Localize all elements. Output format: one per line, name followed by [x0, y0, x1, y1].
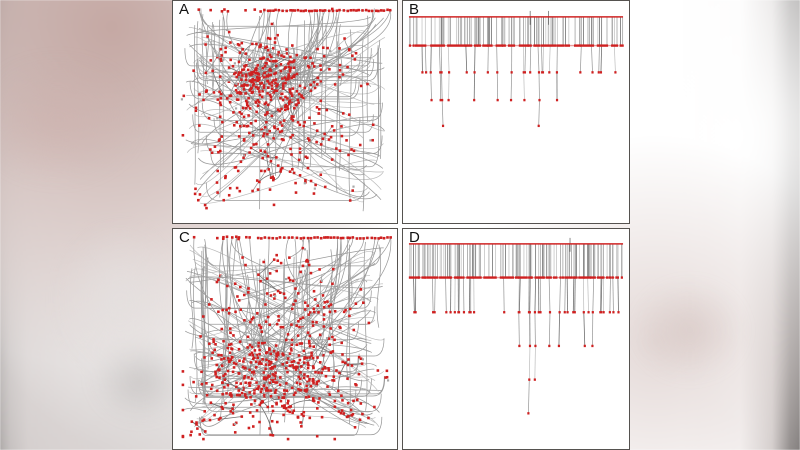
- panel-d-tree[interactable]: D: [402, 228, 630, 450]
- panel-b-tree[interactable]: B: [402, 0, 630, 224]
- figure-sheet: A B C D: [172, 0, 630, 450]
- panel-a-plot: [180, 7, 393, 212]
- panel-c-plot: [181, 235, 393, 441]
- panel-d-label: D: [409, 229, 420, 246]
- panel-c-network[interactable]: C: [172, 228, 398, 450]
- panel-a-network[interactable]: A: [172, 0, 398, 224]
- panel-b-label: B: [409, 1, 420, 18]
- panel-a-label: A: [179, 1, 190, 18]
- panel-c-label: C: [179, 229, 190, 246]
- panel-d-plot: [408, 237, 624, 415]
- panel-b-plot: [408, 10, 624, 128]
